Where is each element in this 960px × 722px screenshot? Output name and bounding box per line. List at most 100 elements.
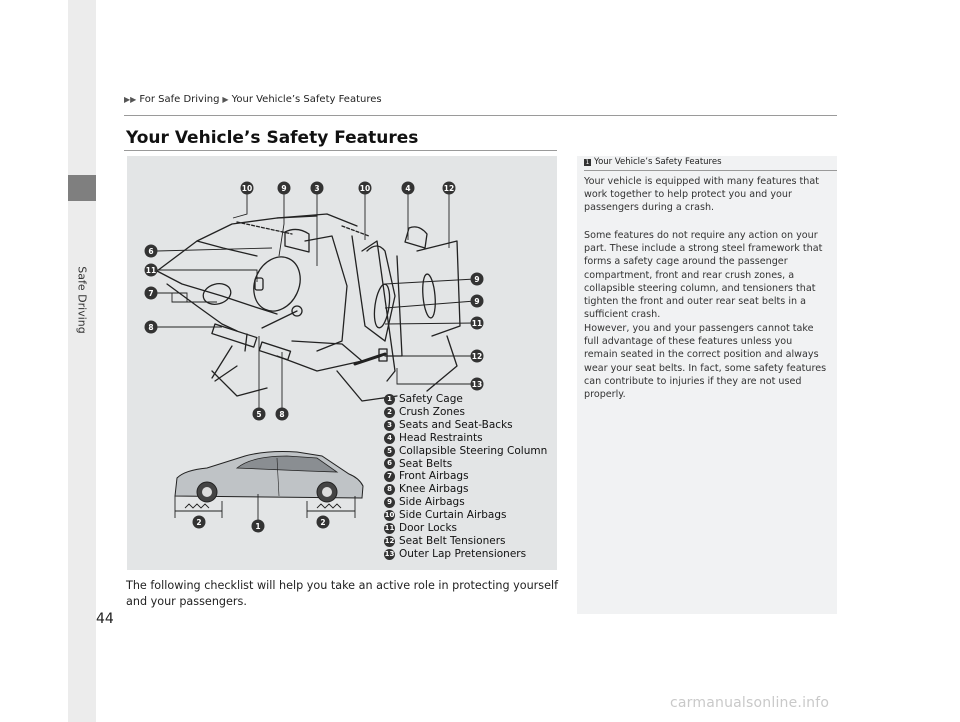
- b-pillar: [361, 240, 396, 382]
- rear-edge: [426, 335, 458, 392]
- body-paragraph: The following checklist will help you ta…: [126, 579, 559, 608]
- sidebar-paragraph-1: Your vehicle is equipped with many featu…: [584, 176, 820, 214]
- breadcrumb-arrow-icon: ▶▶: [124, 95, 137, 104]
- legend-item: 12 Seat Belt Tensioners: [384, 535, 547, 548]
- legend-number-badge: 7: [384, 471, 395, 483]
- front-seat-cushion: [276, 340, 363, 372]
- callout-3: 3: [310, 181, 324, 195]
- legend-number-badge: 8: [384, 484, 395, 496]
- svg-text:9: 9: [281, 184, 286, 193]
- side-airbag-rear: [422, 273, 436, 319]
- car-profile: [174, 451, 364, 503]
- leader-10a: [232, 194, 248, 219]
- leader-9b: [384, 278, 476, 285]
- legend-label: Seats and Seat-Backs: [399, 418, 513, 431]
- callout-5: 5: [252, 407, 266, 421]
- car-door-line: [276, 457, 280, 497]
- header-rule: [124, 115, 837, 116]
- callout-10-top-left: 10: [240, 181, 254, 195]
- svg-text:2: 2: [320, 518, 325, 527]
- rear-seat-headrest: [404, 226, 428, 249]
- seat-belt-front: [351, 235, 386, 342]
- callout-9-right-lower: 9: [470, 294, 484, 308]
- sidebar-heading-text: Your Vehicle’s Safety Features: [594, 157, 722, 167]
- callout-1: 1: [251, 519, 265, 533]
- legend-label: Side Curtain Airbags: [399, 509, 507, 522]
- knee-airbag-driver: [211, 323, 258, 348]
- legend-item: 3 Seats and Seat-Backs: [384, 419, 547, 432]
- legend-label: Door Locks: [399, 522, 458, 535]
- watermark: carmanualsonline.info: [670, 695, 830, 711]
- legend-number-badge: 3: [384, 419, 395, 431]
- legend-label: Front Airbags: [399, 470, 469, 483]
- legend-number-badge: 6: [384, 458, 395, 470]
- svg-text:8: 8: [148, 323, 153, 332]
- illustration-panel: [127, 156, 557, 570]
- callout-11-right: 11: [470, 316, 484, 330]
- callout-7: 7: [144, 286, 158, 300]
- leader-7b: [172, 292, 188, 302]
- breadcrumb-level2[interactable]: Your Vehicle’s Safety Features: [231, 94, 382, 105]
- legend-item: 1 Safety Cage: [384, 393, 547, 406]
- front-wheel-hub: [202, 487, 212, 497]
- floor-line: [211, 370, 268, 397]
- leader-11a: [157, 269, 258, 282]
- svg-text:10: 10: [242, 184, 252, 193]
- callout-12-top: 12: [442, 181, 456, 195]
- sidebar-note-panel: [577, 156, 837, 614]
- legend-number-badge: 9: [384, 497, 395, 509]
- callout-6: 6: [144, 244, 158, 258]
- legend-number-badge: 12: [384, 535, 395, 547]
- legend-number-badge: 4: [384, 432, 395, 444]
- legend-label: Seat Belts: [399, 457, 453, 470]
- leader-9c: [384, 300, 476, 309]
- roof-line: [276, 213, 358, 227]
- callout-13: 13: [470, 377, 484, 391]
- legend-label: Seat Belt Tensioners: [399, 534, 506, 547]
- leader-13: [396, 368, 475, 385]
- svg-text:10: 10: [360, 184, 370, 193]
- leader-11b: [384, 322, 476, 325]
- legend-item: 6 Seat Belts: [384, 458, 547, 471]
- svg-text:1: 1: [255, 522, 260, 531]
- legend-number-badge: 1: [384, 393, 395, 405]
- outer-lap-pretensioner: [353, 352, 387, 366]
- rear-seat-frame: [416, 240, 461, 337]
- legend-number-badge: 2: [384, 406, 395, 418]
- svg-text:5: 5: [256, 410, 261, 419]
- callout-8-left: 8: [144, 320, 158, 334]
- crush-zone-rear-zigzag: [316, 503, 342, 509]
- callout-4: 4: [401, 181, 415, 195]
- leader-9a: [278, 194, 285, 257]
- callout-2-front: 2: [192, 515, 206, 529]
- curtain-airbag-rear: [341, 225, 370, 237]
- sidebar-note-heading: 1 Your Vehicle’s Safety Features: [584, 157, 722, 167]
- sidebar-paragraph-3: However, you and your passengers cannot …: [584, 323, 827, 401]
- breadcrumb-level1[interactable]: For Safe Driving: [139, 94, 220, 105]
- windshield-outline: [156, 215, 318, 272]
- door-lock: [254, 277, 264, 291]
- steering-column: [261, 310, 298, 329]
- page-number: 44: [96, 611, 114, 627]
- svg-text:11: 11: [472, 319, 482, 328]
- callout-2-rear: 2: [316, 515, 330, 529]
- safety-features-illustration: 10 9 3 10 4 12 6 11 7 8 9 9 11 12 13 5 8: [144, 181, 484, 533]
- callout-8-bottom: 8: [275, 407, 289, 421]
- svg-text:2: 2: [196, 518, 201, 527]
- seat-belt-rear: [384, 255, 403, 357]
- a-pillar: [196, 240, 258, 257]
- b-pillar-support: [211, 345, 233, 379]
- legend-item: 7 Front Airbags: [384, 470, 547, 483]
- title-rule: [124, 150, 557, 151]
- svg-text:6: 6: [148, 247, 153, 256]
- breadcrumb: ▶▶ For Safe Driving ▶ Your Vehicle’s Saf…: [124, 94, 382, 105]
- svg-text:4: 4: [405, 184, 410, 193]
- legend-label: Safety Cage: [399, 393, 463, 405]
- a-pillar-base: [244, 333, 248, 352]
- breadcrumb-arrow-icon: ▶: [222, 95, 229, 104]
